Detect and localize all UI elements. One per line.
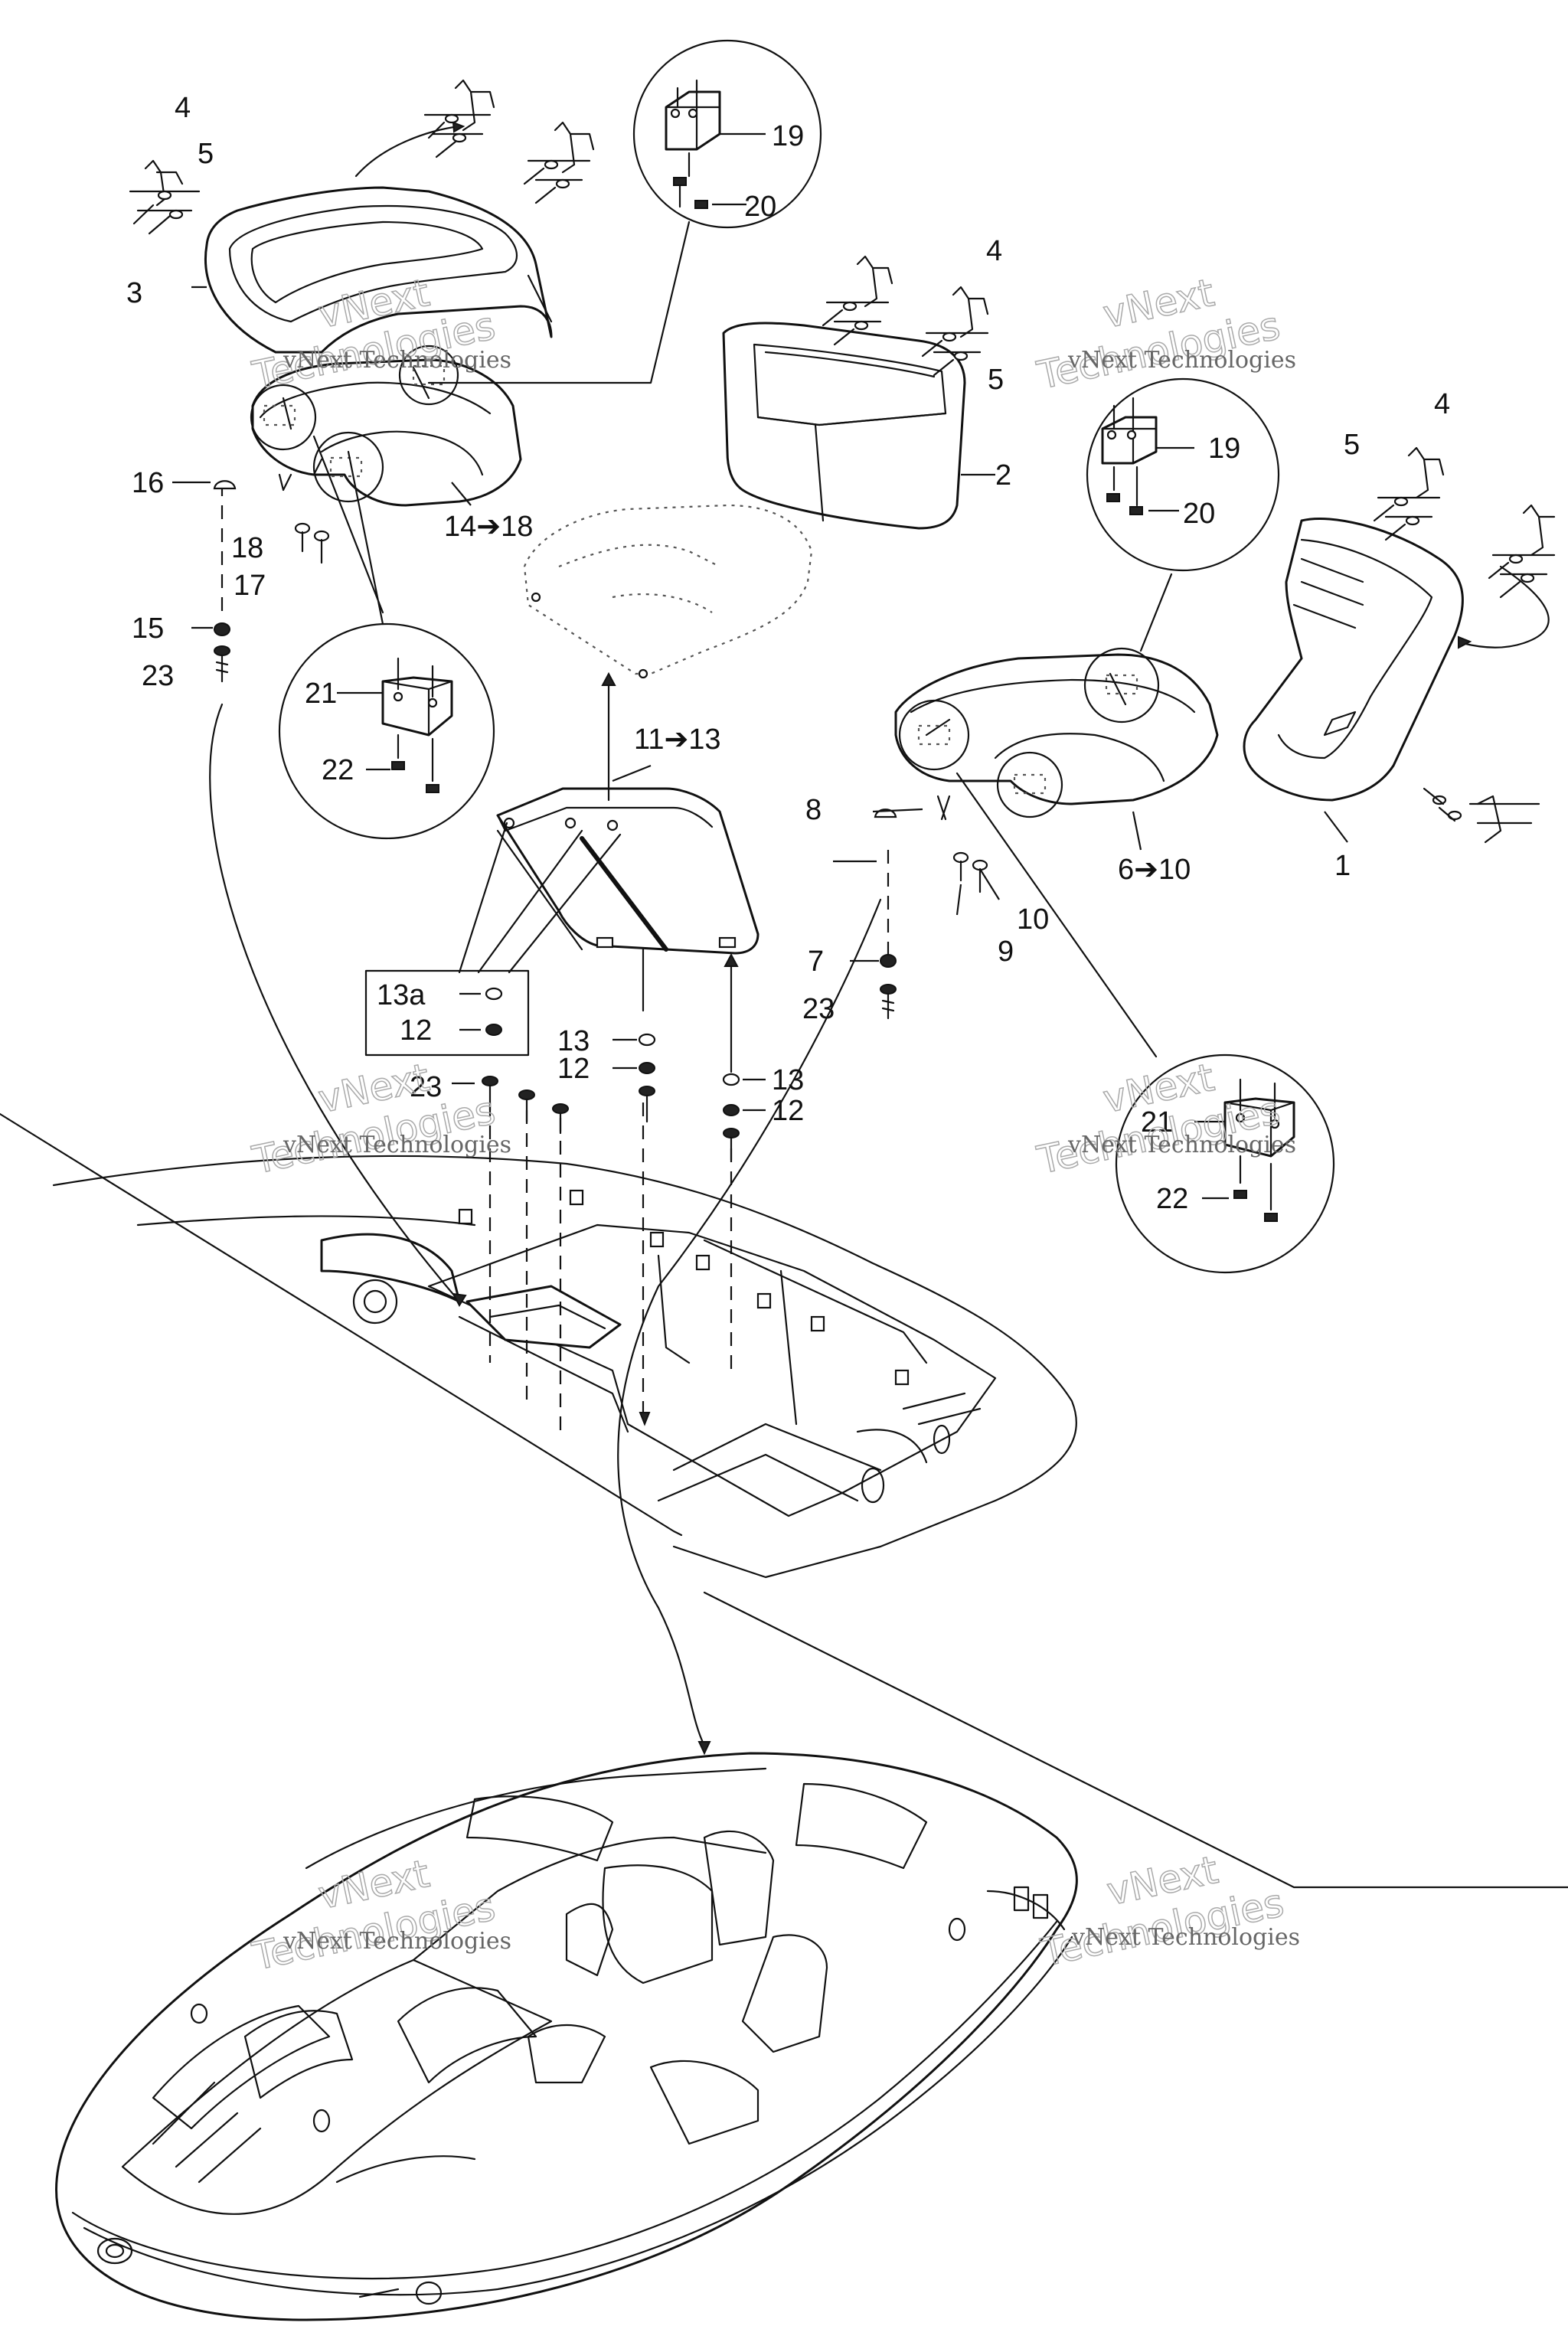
detail-circle-21-22-left (278, 622, 495, 840)
callout-10: 10 (1017, 903, 1049, 936)
part-1-backrest (1243, 518, 1464, 802)
callout-11-13: 11➔13 (634, 724, 721, 756)
watermark-4: vNext Technologies vNext Technologies (1033, 1054, 1296, 1183)
callout-7: 7 (808, 946, 824, 978)
clip-group-middle-left (822, 255, 893, 346)
callout-12-right: 12 (772, 1095, 804, 1127)
callout-5-top-left: 5 (198, 138, 214, 170)
watermark-4-text: vNext Technologies (1067, 1132, 1296, 1158)
watermark-1-text: vNext Technologies (283, 347, 511, 374)
hardware-fasteners (213, 473, 988, 1161)
detail-marker-cushion-right-a (898, 699, 970, 771)
callout-box-13a-12 (364, 969, 530, 1057)
part-11-13-hinged-seat (496, 787, 760, 955)
assembly-dashed-lines (220, 482, 890, 1439)
callout-21-right: 21 (1141, 1106, 1173, 1138)
watermark-2: vNext Technologies vNext Technologies (1033, 270, 1296, 398)
callout-13-center: 13 (557, 1025, 590, 1057)
callout-19-right: 19 (1208, 433, 1240, 465)
callout-16: 16 (132, 467, 164, 499)
callout-12-center: 12 (557, 1053, 590, 1085)
detail-marker-cushion-right-c (996, 751, 1063, 818)
part-2-backrest (722, 322, 966, 530)
callout-23-center: 23 (410, 1071, 442, 1103)
callout-1: 1 (1334, 850, 1351, 882)
callout-23-right: 23 (802, 993, 835, 1025)
callout-8: 8 (805, 794, 822, 826)
callout-5-right: 5 (1344, 429, 1360, 461)
callout-2: 2 (995, 459, 1011, 492)
watermark-6-text: vNext Technologies (1071, 1924, 1300, 1951)
part-dotted-cushion (523, 504, 813, 679)
callout-5-middle: 5 (988, 364, 1004, 396)
clip-group-middle-right (921, 286, 989, 377)
callout-18: 18 (231, 532, 263, 564)
callout-19-top: 19 (772, 120, 804, 152)
detail-circle-19-20-right (1086, 377, 1280, 572)
callout-20-top: 20 (744, 191, 776, 223)
callout-15: 15 (132, 612, 164, 645)
callout-4-right: 4 (1434, 388, 1450, 420)
clip-group-top-center-right (523, 121, 595, 204)
callout-14-18: 14➔18 (444, 511, 533, 543)
callout-22-right: 22 (1156, 1183, 1188, 1215)
callout-4-top-left: 4 (175, 92, 191, 124)
callout-20-right: 20 (1183, 498, 1215, 530)
watermark-3-text: vNext Technologies (283, 1132, 511, 1158)
deck-section-drawing (0, 1112, 1078, 1579)
callout-13-right: 13 (772, 1064, 804, 1096)
watermark-6: vNext Technologies vNext Technologies (1037, 1847, 1300, 1975)
arrow-heads (452, 121, 1472, 1756)
part-14-18-seat-cushion (251, 358, 522, 507)
callout-23-left: 23 (142, 660, 174, 692)
callout-3: 3 (126, 277, 142, 309)
callout-12-box: 12 (400, 1014, 432, 1047)
detail-marker-cushion-left-b (398, 345, 459, 406)
callout-13a: 13a (377, 979, 426, 1011)
callout-21-left: 21 (305, 678, 337, 710)
callout-4-middle: 4 (986, 235, 1002, 267)
callout-labels: 4 5 3 19 20 4 5 2 19 20 4 5 16 14➔18 18 … (126, 92, 1450, 1215)
detail-circle-21-22-right (1115, 1054, 1335, 1274)
clip-group-right-bottom (1423, 787, 1540, 844)
part-6-10-seat-cushion (894, 653, 1219, 805)
clip-group-right-middle (1488, 504, 1556, 599)
callout-22-left: 22 (322, 754, 354, 786)
detail-marker-cushion-left-a (250, 384, 317, 451)
detail-marker-cushion-right-b (1083, 647, 1160, 724)
connector-lines (209, 125, 1550, 1747)
callout-box-leaders (458, 822, 622, 974)
callout-leaders (172, 286, 1348, 1112)
part-3-backrest (204, 186, 553, 354)
boat-overview-drawing (55, 1591, 1568, 2321)
watermark-5-text: vNext Technologies (283, 1928, 511, 1955)
callout-17: 17 (234, 570, 266, 602)
clip-group-right-top (1373, 446, 1445, 541)
detail-marker-cushion-left-c (312, 431, 384, 503)
callout-6-10: 6➔10 (1118, 854, 1191, 886)
clip-group-top-center (423, 79, 495, 158)
watermark-3: vNext Technologies vNext Technologies (248, 1054, 511, 1183)
callout-9: 9 (998, 936, 1014, 968)
detail-circle-19-20-top (632, 39, 822, 229)
clip-group-top-left (129, 159, 201, 235)
watermark-2-text: vNext Technologies (1067, 347, 1296, 374)
